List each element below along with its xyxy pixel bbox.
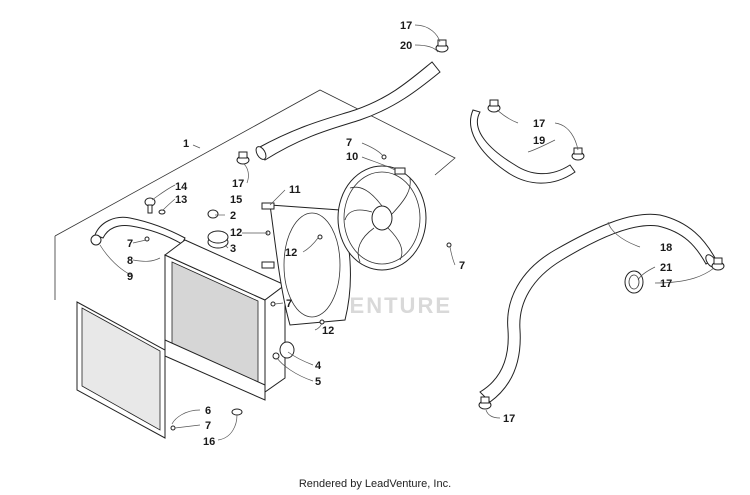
hose-clamp-ring [624,270,644,294]
fastener-marker [270,301,276,307]
callout-18: 18 [660,242,672,254]
overflow-hose [90,216,186,246]
callout-21: 21 [660,262,672,274]
cap-fitting [207,209,219,219]
lower-hose [479,213,717,403]
fastener-marker [446,242,452,248]
callout-7: 7 [286,298,292,310]
callout-12: 12 [285,247,297,259]
callout-17: 17 [232,178,244,190]
hose-clamp-lower-right [711,257,725,271]
callout-15: 15 [230,194,242,206]
callout-12: 12 [322,325,334,337]
callout-7: 7 [205,420,211,432]
callout-16: 16 [203,436,215,448]
callout-8: 8 [127,255,133,267]
callout-2: 2 [230,210,236,222]
bleed-washer [158,209,166,215]
small-hose [470,109,576,184]
callout-6: 6 [205,405,211,417]
fastener-marker [317,234,323,240]
callout-20: 20 [400,40,412,52]
assembly-frame [54,89,456,237]
callout-12: 12 [230,227,242,239]
callout-17: 17 [533,118,545,130]
callout-17: 17 [503,413,515,425]
footer-credit: Rendered by LeadVenture, Inc. [298,478,452,490]
callout-9: 9 [127,271,133,283]
callout-14: 14 [175,181,188,193]
callout-3: 3 [230,243,236,255]
fastener-marker [319,319,325,325]
callout-1: 1 [183,138,189,150]
callout-4: 4 [315,360,322,372]
callout-7: 7 [346,137,352,149]
callout-7: 7 [127,238,133,250]
drain-washer [272,352,280,360]
drain-fitting [279,341,295,359]
callout-17: 17 [660,278,672,290]
callout-11: 11 [289,184,301,196]
hose-clamp-upper-left [236,151,250,165]
leader-lines [99,24,715,441]
callout-7: 7 [459,260,465,272]
bleed-screw [144,197,156,214]
callout-10: 10 [346,151,358,163]
cooling-fan [337,165,427,271]
radiator-cap [207,230,229,249]
callout-17: 17 [400,20,412,32]
hose-clamp-lower-left [478,396,492,410]
mount-grommet [231,408,243,416]
hose-clamp-upper-right [435,39,449,53]
upper-hose [255,61,441,161]
hose-clamp-small-top [487,99,501,113]
fastener-marker [170,425,176,431]
hose-clamp-small-bottom [571,147,585,161]
callout-13: 13 [175,194,187,206]
radiator-core [164,239,286,401]
callout-19: 19 [533,135,545,147]
radiator-screen [76,301,166,439]
callout-5: 5 [315,376,321,388]
